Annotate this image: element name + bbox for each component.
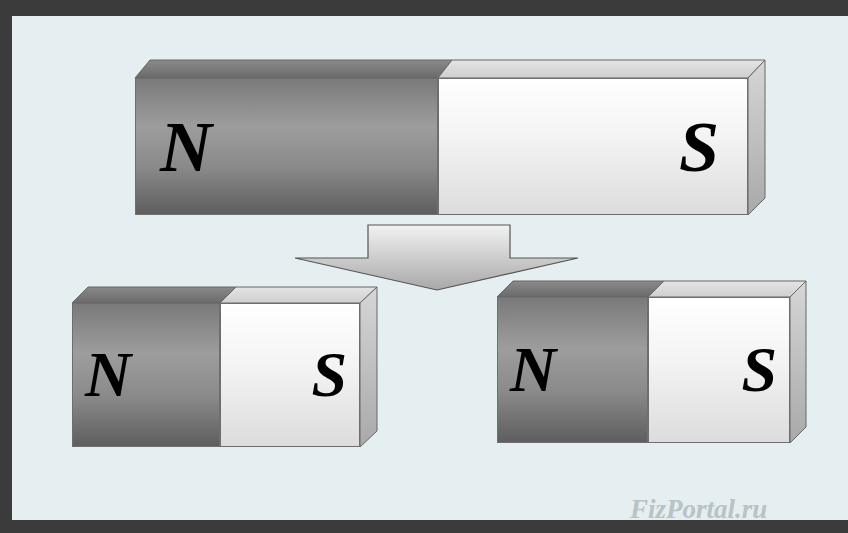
magnet-pole: S <box>438 78 748 215</box>
magnet-pole: S <box>648 297 790 443</box>
magnet-pole: N <box>72 303 220 447</box>
pole-letter: N <box>160 111 212 183</box>
magnet-faces <box>72 60 806 447</box>
background-panel <box>12 16 848 520</box>
magnet-pole: N <box>135 78 438 215</box>
pole-letter: S <box>741 338 777 402</box>
pole-letter: N <box>85 343 131 407</box>
pole-letter: N <box>510 338 556 402</box>
magnet-pole: S <box>220 303 360 447</box>
watermark: FizPortal.ru <box>630 494 767 525</box>
split-arrow <box>295 225 578 290</box>
magnet-pole: N <box>497 297 648 443</box>
pole-letter: S <box>679 111 719 183</box>
pole-letter: S <box>311 343 347 407</box>
